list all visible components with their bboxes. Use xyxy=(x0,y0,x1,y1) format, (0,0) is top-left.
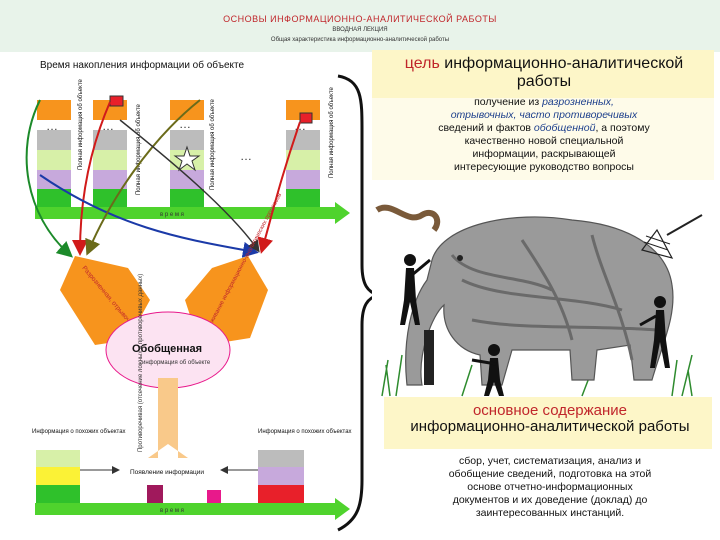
content-line-2: обобщение сведений, подготовка на этой xyxy=(448,468,652,480)
ellipsis-5: … xyxy=(294,119,306,133)
star-icon xyxy=(173,145,201,172)
content-heading-text: информационно-аналитической работы xyxy=(410,418,690,435)
ellipsis-4: … xyxy=(240,149,252,163)
blind-man-1-icon xyxy=(400,254,431,325)
stacked-column-1 xyxy=(37,100,71,207)
header-banner: ОСНОВЫ ИНФОРМАЦИОННО-АНАЛИТИЧЕСКОЙ РАБОТ… xyxy=(0,0,720,52)
content-heading-accent: основное содержание xyxy=(472,402,628,419)
ellipsis-3: … xyxy=(179,117,191,131)
curve-arrow-red-right xyxy=(257,121,301,254)
curve-arrow-black xyxy=(119,119,260,253)
similar-objects-right xyxy=(220,450,304,503)
goal-line2-em: отрывочных, часто противоречивых xyxy=(450,109,638,121)
snake-icon xyxy=(375,204,441,232)
pillar-icon xyxy=(424,330,434,385)
goal-line1-em: разрозненных, xyxy=(542,96,614,108)
stacked-column-2 xyxy=(93,95,127,207)
goal-line5: информации, раскрывающей xyxy=(472,148,616,160)
curve-arrow-olive xyxy=(85,99,201,256)
curve-arrow-green xyxy=(25,99,73,258)
diagram-title: Время накопления информации об объекте xyxy=(40,60,245,71)
ellipsis-2: … xyxy=(102,119,114,133)
content-line-5: заинтересованных инстанций. xyxy=(475,507,625,519)
blind-man-3-icon xyxy=(639,296,670,368)
circle-title: Обобщенная xyxy=(132,343,202,355)
new-fact-marker-icon xyxy=(109,95,124,107)
hint-label: Появление информации xyxy=(130,469,204,476)
lecture-subtitle: ВВОДНАЯ ЛЕКЦИЯ xyxy=(332,27,388,33)
grass-icon xyxy=(381,354,693,397)
elephant-parable-illustration xyxy=(372,180,712,398)
column-label-2: Полная информация об объекте xyxy=(136,103,142,195)
circle-subtitle: информация об объекте xyxy=(142,360,211,366)
blind-man-2-icon xyxy=(471,344,504,396)
goal-heading: цель информационно-аналитической работы xyxy=(380,55,708,91)
stacked-column-4 xyxy=(286,100,320,207)
content-heading: основное содержание информационно-аналит… xyxy=(392,403,708,435)
goal-line6: интересующие руководство вопросы xyxy=(454,161,634,173)
goal-line3-plain-a: сведений и фактов xyxy=(438,122,534,134)
pink-fact-block xyxy=(207,490,221,503)
new-fact-marker-icon xyxy=(299,112,313,124)
content-description: сбор, учет, систематизация, анализ и обо… xyxy=(390,455,710,520)
lecture-title: ОСНОВЫ ИНФОРМАЦИОННО-АНАЛИТИЧЕСКОЙ РАБОТ… xyxy=(223,14,497,24)
column-label-4: Полная информация об объекте xyxy=(329,86,335,178)
goal-line3-plain-b: , а поэтому xyxy=(595,122,650,134)
ellipsis-1: … xyxy=(46,119,58,133)
fan-icon xyxy=(640,214,703,259)
content-box xyxy=(384,397,712,449)
time-label-top: в р е м я xyxy=(160,212,184,218)
time-bar-bottom xyxy=(35,498,350,520)
curve-arrow-red xyxy=(72,101,111,256)
upward-arrow xyxy=(148,378,188,458)
elephant-icon xyxy=(405,216,674,386)
goal-description: получение из разрозненных, отрывочных, ч… xyxy=(380,96,708,174)
up-arrow-label: Противоречивая (отсечение ложных и проти… xyxy=(138,274,144,452)
curve-arrow-blue xyxy=(39,174,259,258)
content-line-3: основе отчетно-информационных xyxy=(467,481,633,493)
content-line-1: сбор, учет, систематизация, анализ и xyxy=(459,455,641,467)
right-similar-label: Информация о похожих объектах xyxy=(258,429,352,435)
goal-line1-plain: получение из xyxy=(474,96,543,108)
time-bar-top xyxy=(35,202,350,224)
lecture-topic: Общая характеристика информационно-анали… xyxy=(270,37,450,43)
goal-heading-text: информационно-аналитической работы xyxy=(439,55,684,90)
time-label-bottom: в р е м я xyxy=(160,508,184,514)
goal-heading-accent: цель xyxy=(404,55,440,72)
left-similar-label: Информация о похожих объектах xyxy=(32,429,126,435)
similar-objects-left xyxy=(36,450,120,503)
column-label-3: Полная информация об объекте xyxy=(210,98,216,190)
content-line-4: документов и их доведение (доклад) до xyxy=(452,494,648,506)
magenta-fact-block xyxy=(147,485,163,503)
goal-line4: качественно новой специальной xyxy=(464,135,624,147)
goal-box xyxy=(372,50,714,180)
goal-line3-em: обобщенной xyxy=(533,122,596,134)
stacked-column-3 xyxy=(170,100,204,207)
column-label-1: Полная информация об объекте xyxy=(78,78,84,170)
